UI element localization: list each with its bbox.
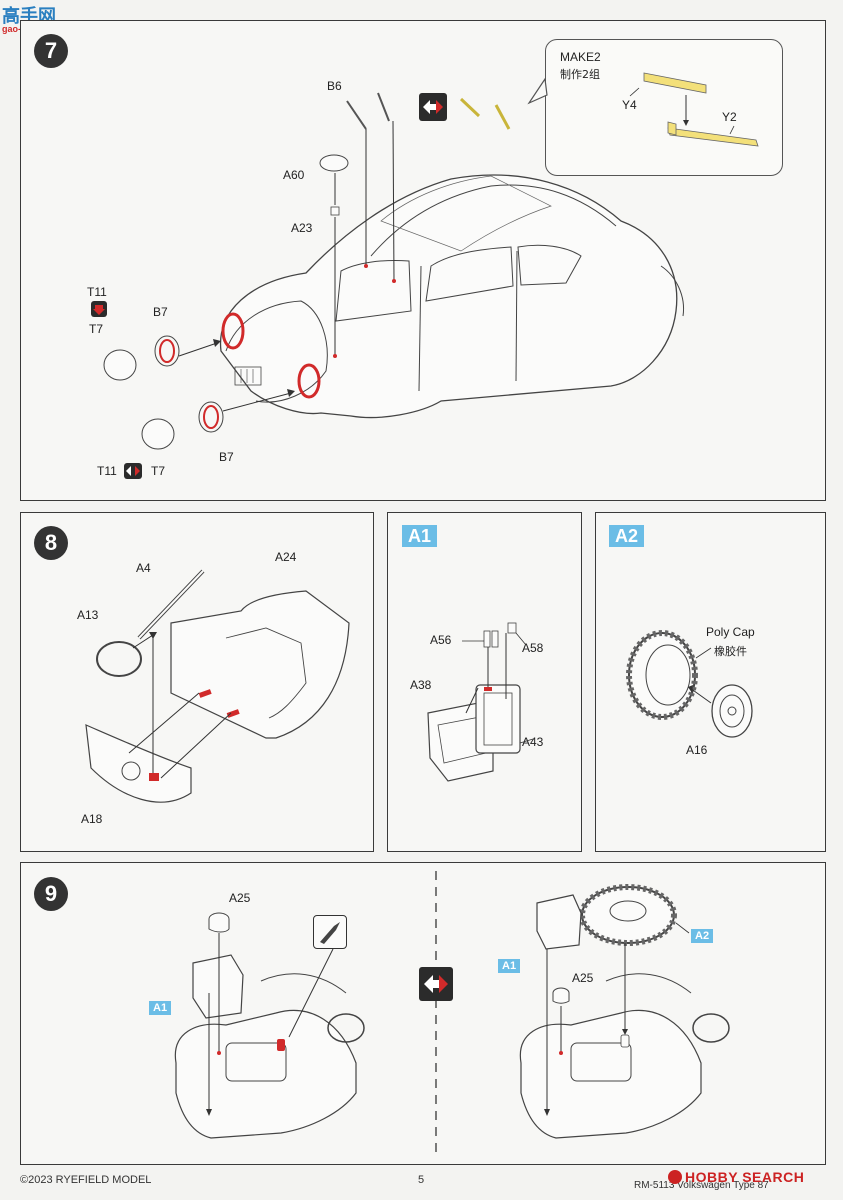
part-label-a16: A16 xyxy=(686,743,708,757)
part-label-a43: A43 xyxy=(522,735,544,749)
footer-page-number: 5 xyxy=(418,1174,425,1186)
part-label-t11-bottom: T11 xyxy=(97,464,117,478)
car-body-drawing xyxy=(103,92,685,450)
part-label-a23: A23 xyxy=(291,221,313,235)
part-label-a38: A38 xyxy=(410,678,432,692)
part-label-b7-top: B7 xyxy=(153,305,168,319)
step-7-panel: 7 MAKE2 制作2组 Y4 Y2 B6 A60 A23 T11 T7 B7 … xyxy=(20,20,826,501)
sub-a1-drawing xyxy=(427,622,534,782)
part-label-a60: A60 xyxy=(283,168,305,182)
callout-parts-drawing xyxy=(629,72,759,147)
sub-a1-tag: A1 xyxy=(402,525,438,547)
step-9-mirror-swap-icon xyxy=(419,967,453,1001)
t11-swap-icon xyxy=(124,463,142,479)
part-label-a13: A13 xyxy=(77,608,99,622)
part-label-y2: Y2 xyxy=(722,110,737,124)
step-9-right-a2-tag: A2 xyxy=(691,929,714,943)
part-label-a24: A24 xyxy=(275,550,297,564)
part-label-a4: A4 xyxy=(136,561,151,575)
sub-a2-drawing xyxy=(626,630,753,738)
hobby-search-logo: HOBBY SEARCH xyxy=(668,1168,804,1186)
callout-make-cn-label: 制作2组 xyxy=(560,68,600,81)
step-9-left-a1-tag: A1 xyxy=(149,1001,172,1015)
footer-product: RM-5113 Volkswagen Type 87 xyxy=(634,1180,769,1191)
step-9-left-drawing xyxy=(174,912,365,1139)
step-8-panel: 8 A4 A24 A13 A18 xyxy=(20,512,374,852)
part-label-a58: A58 xyxy=(522,641,544,655)
part-label-b6: B6 xyxy=(327,79,342,93)
callout-tail xyxy=(527,77,548,105)
t11-down-icon xyxy=(91,301,107,317)
part-label-b7-bottom: B7 xyxy=(219,450,234,464)
part-label-y4: Y4 xyxy=(622,98,637,112)
poly-cap-cn-label: 橡胶件 xyxy=(714,645,747,658)
hobby-search-emblem-icon xyxy=(668,1170,682,1184)
sub-a1-panel: A1 A56 A58 A38 A43 xyxy=(387,512,582,852)
hobby-knife-icon xyxy=(313,915,347,949)
mirror-swap-icon xyxy=(419,93,447,121)
step-9-right-a25: A25 xyxy=(572,971,594,985)
step-8-drawing xyxy=(85,569,350,803)
poly-cap-label: Poly Cap xyxy=(706,625,755,639)
step-9-right-drawing xyxy=(519,884,730,1139)
sub-a2-tag: A2 xyxy=(609,525,645,547)
part-label-a56: A56 xyxy=(430,633,452,647)
part-label-t7-top: T7 xyxy=(89,322,104,336)
hobby-search-text: HOBBY SEARCH xyxy=(685,1169,805,1185)
footer-copyright: ©2023 RYEFIELD MODEL xyxy=(20,1174,152,1186)
make2-callout: MAKE2 制作2组 Y4 Y2 xyxy=(545,39,783,176)
part-label-a18: A18 xyxy=(81,812,103,826)
part-label-t7-bottom: T7 xyxy=(151,464,166,478)
step-9-right-a1-tag: A1 xyxy=(498,959,521,973)
part-label-t11-top: T11 xyxy=(87,285,107,299)
step-8-number: 8 xyxy=(34,526,68,560)
sub-a2-panel: A2 Poly Cap 橡胶件 A16 xyxy=(595,512,826,852)
step-7-number: 7 xyxy=(34,34,68,68)
callout-make-label: MAKE2 xyxy=(560,50,601,64)
step-9-number: 9 xyxy=(34,877,68,911)
step-9-left-a25: A25 xyxy=(229,891,251,905)
step-9-panel: 9 A25 A1 A25 A1 A2 xyxy=(20,862,826,1165)
